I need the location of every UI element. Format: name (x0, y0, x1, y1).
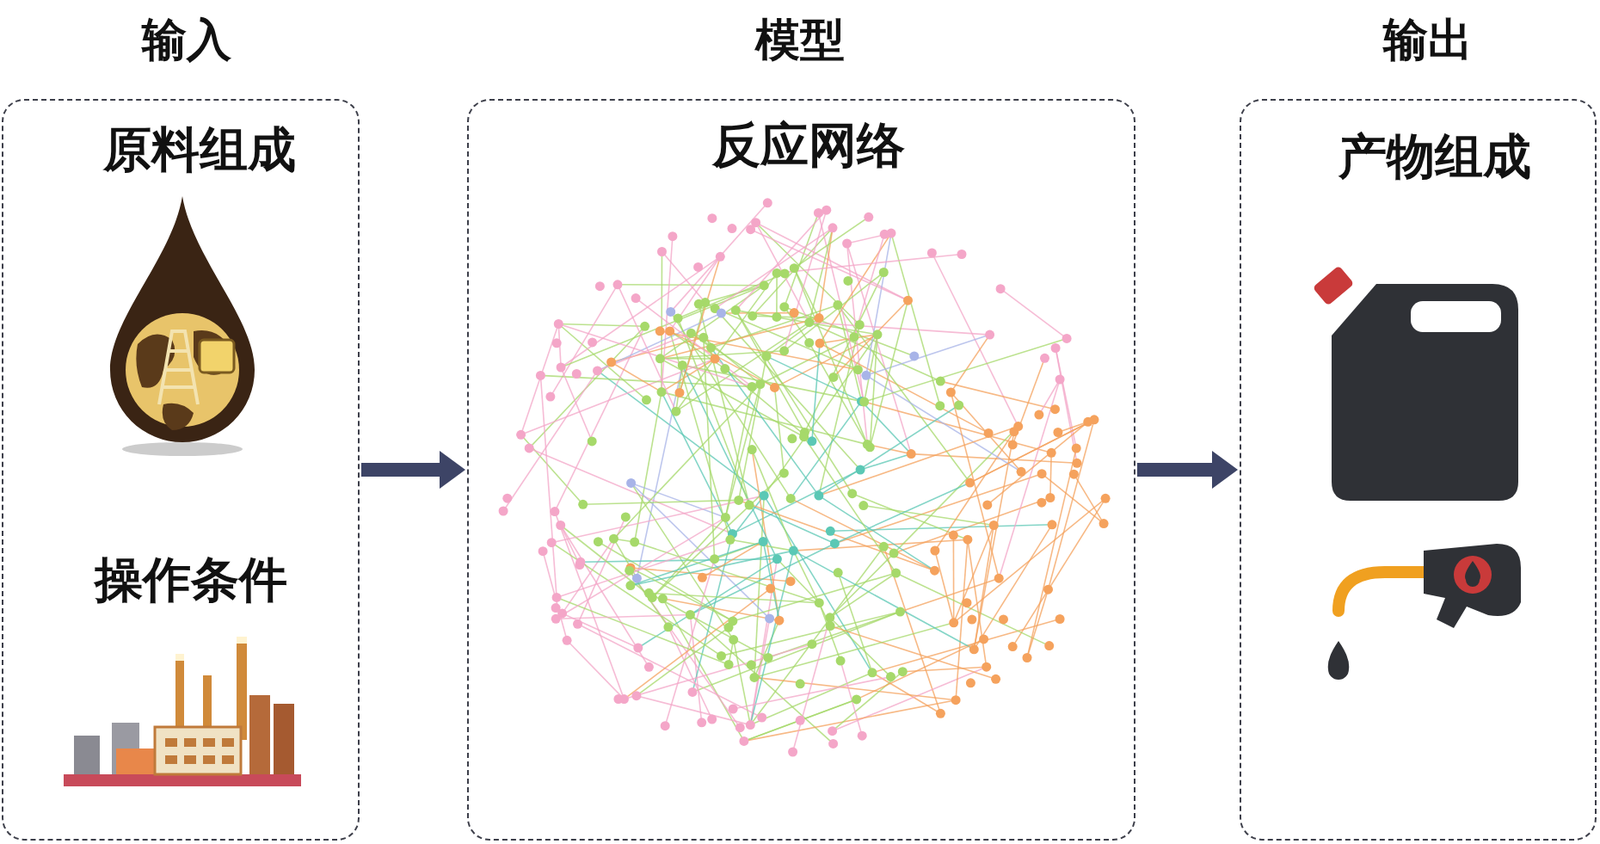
oil-drop-icon (110, 196, 255, 456)
dashed-panel: 输入原料组成操作条件 (1, 98, 360, 841)
fuel-can-icon (1312, 264, 1519, 501)
panel-title: 原料组成 (103, 117, 296, 184)
reaction-network (498, 197, 1111, 757)
flow-arrow (361, 450, 466, 489)
dashed-panel: 输出产物组成 (1239, 98, 1597, 841)
panel-title: 操作条件 (94, 547, 288, 614)
dashed-panel: 模型反应网络 (467, 98, 1136, 841)
factory-icon (63, 636, 302, 787)
panel-title: 产物组成 (1338, 124, 1532, 191)
stage-heading: 输出 (1383, 10, 1473, 71)
stage-heading: 输入 (141, 10, 232, 71)
stage-heading: 模型 (755, 10, 845, 71)
flow-arrow (1137, 450, 1238, 489)
panel-title: 反应网络 (712, 113, 905, 179)
fuel-nozzle-icon (1328, 543, 1521, 680)
